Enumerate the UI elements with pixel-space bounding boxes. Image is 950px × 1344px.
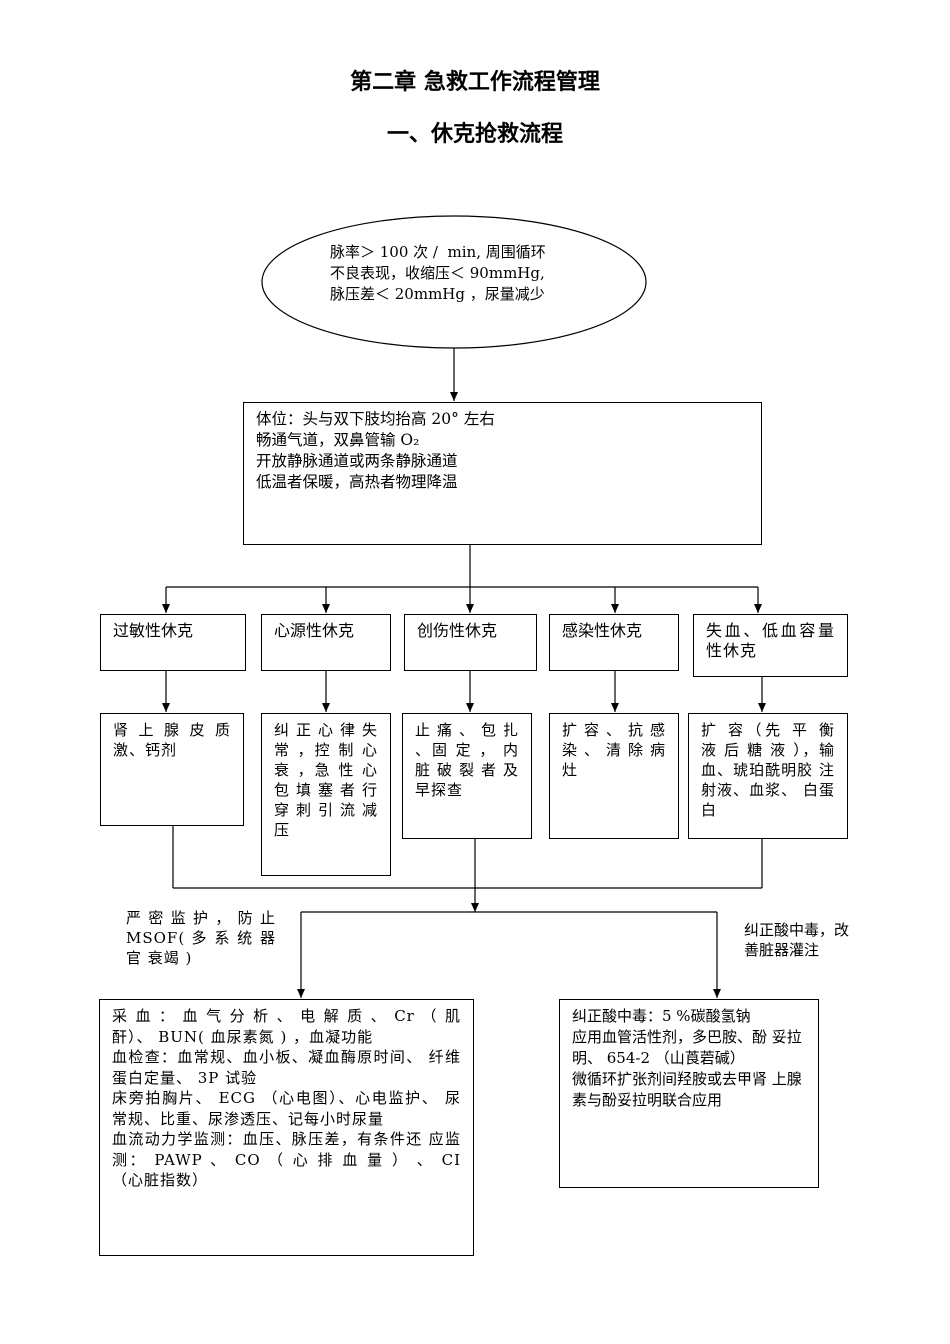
start-line: 不良表现，收缩压＜ 90mmHg, [330,264,545,282]
start-condition-text: 脉率＞ 100 次 / min, 周围循环 不良表现，收缩压＜ 90mmHg, … [330,242,600,305]
initial-line: 低温者保暖，高热者物理降温 [256,473,458,491]
monitor-item: 血流动力学监测：血压、脉压差，有条件还 应监测： PAWP 、 CO （ 心 排… [112,1130,461,1189]
treatment-box-traumatic: 止 痛 、 包 扎 、固 定 ， 内 脏 破 裂 者 及早探查 [402,713,532,839]
type-box-anaphylactic: 过敏性休克 [100,614,246,671]
monitoring-box: 采 血 ： 血 气 分 析 、 电 解 质 、 Cr （ 肌 酐）、 BUN( … [99,999,474,1256]
monitor-item: 血检查：血常规、血小板、凝血酶原时间、 纤维蛋白定量、 3P 试验 [112,1048,461,1087]
treatment-box-cardiogenic: 纠 正 心 律 失 常 ，控 制 心 衰 ，急 性 心 包 填 塞 者 行 穿 … [261,713,391,876]
type-box-septic: 感染性休克 [549,614,679,671]
type-box-hypovolemic: 失血、低血容量性休克 [693,614,848,677]
initial-line: 畅通气道，双鼻管输 O₂ [256,431,420,449]
acidosis-treatment-box: 纠正酸中毒：5 %碳酸氢钠 应用血管活性剂，多巴胺、酚 妥拉明、 654-2 （… [559,999,819,1188]
type-box-traumatic: 创伤性休克 [404,614,537,671]
initial-line: 开放静脉通道或两条静脉通道 [256,452,458,470]
treatment-box-septic: 扩 容 、 抗 感 染 、 清 除 病 灶 [549,713,679,839]
start-line: 脉压差＜ 20mmHg ，尿量减少 [330,285,545,303]
flowchart-title: 一、休克抢救流程 [386,122,563,147]
note-monitor-msof: 严 密 监 护 ， 防 止 MSOF( 多 系 统 器 官 衰竭 ) [126,908,276,968]
acid-item: 微循环扩张剂间羟胺或去甲肾 上腺素与酚妥拉明联合应用 [572,1070,802,1109]
treatment-box-anaphylactic: 肾 上 腺 皮 质 激、钙剂 [100,713,244,826]
monitor-item: 采 血 ： 血 气 分 析 、 电 解 质 、 Cr （ 肌 酐）、 BUN( … [112,1007,461,1046]
start-line: 脉率＞ 100 次 / min, 周围循环 [330,243,546,261]
treatment-box-hypovolemic: 扩 容（先 平 衡 液 后 糖 液 ），输 血、琥珀酰明胶 注射液、血浆、 白蛋… [688,713,848,839]
note-correct-acidosis: 纠正酸中毒，改善脏器灌注 [744,920,852,960]
initial-measures-box: 体位：头与双下肢均抬高 20° 左右 畅通气道，双鼻管输 O₂ 开放静脉通道或两… [243,402,762,545]
initial-line: 体位：头与双下肢均抬高 20° 左右 [256,410,495,428]
acid-item: 纠正酸中毒：5 %碳酸氢钠 [572,1007,751,1025]
acid-item: 应用血管活性剂，多巴胺、酚 妥拉明、 654-2 （山莨菪碱） [572,1028,802,1067]
monitor-item: 床旁拍胸片、 ECG （心电图）、心电监护、 尿常规、比重、尿渗透压、记每小时尿… [112,1089,461,1128]
type-box-cardiogenic: 心源性休克 [261,614,391,671]
chapter-title: 第二章 急救工作流程管理 [350,70,600,95]
